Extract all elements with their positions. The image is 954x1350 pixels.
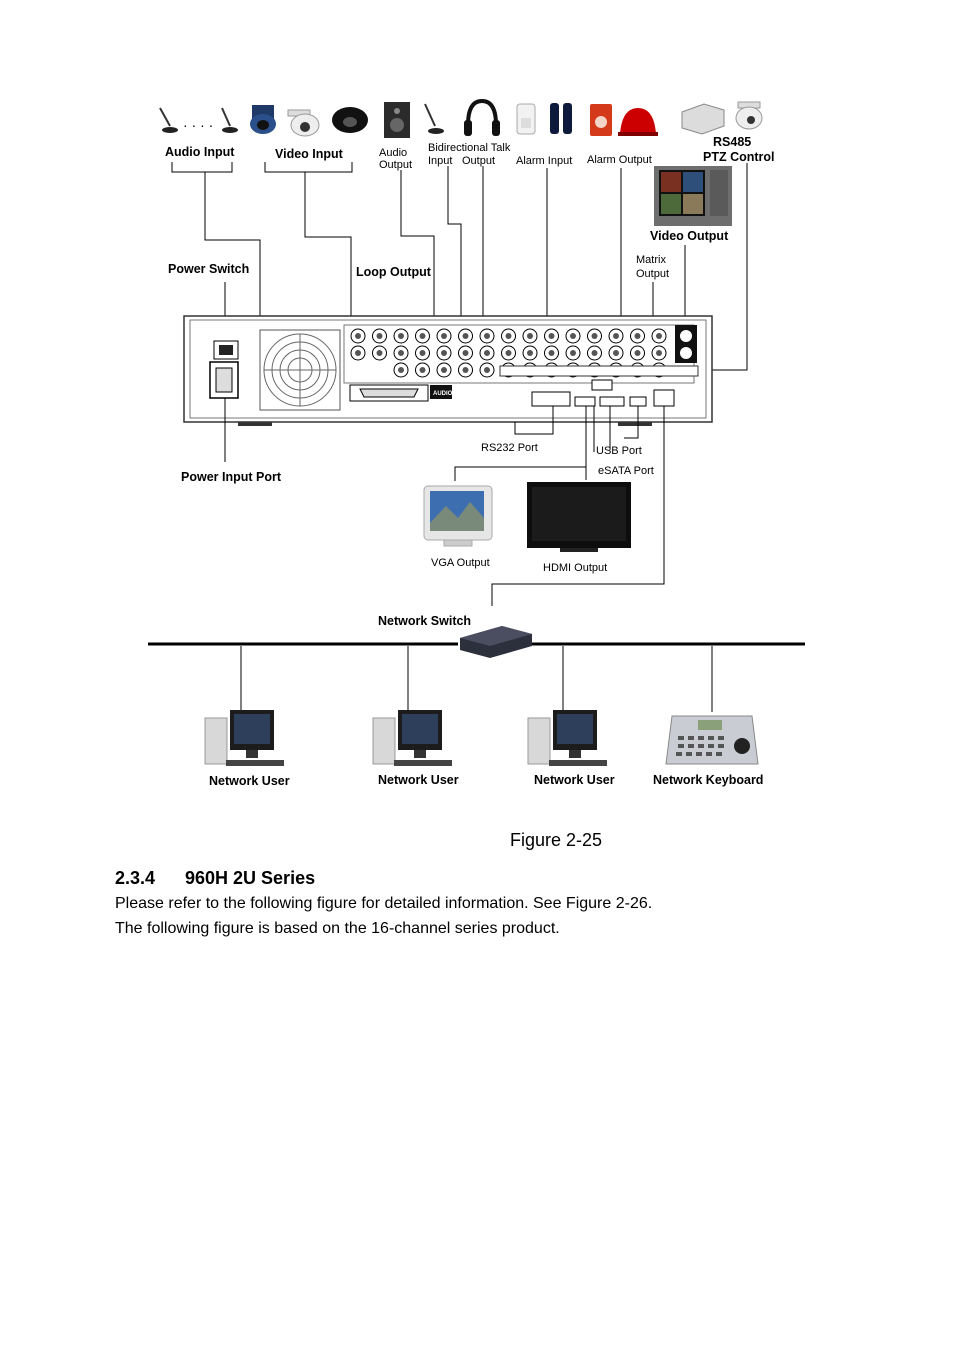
bnc-connector-pin [376, 333, 383, 339]
bnc-connector-pin [484, 350, 490, 356]
body-paragraph: The following figure is based on the 16-… [115, 920, 560, 937]
bnc-connector-pin [505, 350, 512, 356]
bnc-connector-pin [591, 333, 598, 339]
bnc-connector-pin [462, 350, 469, 356]
video-monitor-icon [654, 166, 732, 226]
bnc-connector-pin [355, 333, 361, 339]
network-user-label: Network User [209, 774, 290, 788]
rs232-port-label: RS232 Port [481, 442, 538, 454]
rs485-label: RS485 [713, 135, 751, 149]
microphone-icon [159, 107, 178, 133]
bidirectional-talk-label: Bidirectional Talk [428, 142, 511, 154]
audio-output-label: Audio [379, 147, 407, 159]
audio-input-label: Audio Input [165, 145, 235, 159]
section-number: 2.3.4 [115, 868, 156, 888]
bnc-connector-pin [613, 350, 619, 356]
network-keyboard-icon [665, 715, 759, 765]
svg-text:· · · ·: · · · · [183, 117, 213, 133]
ptz-control-label: PTZ Control [703, 150, 775, 164]
bnc-connector-pin [419, 367, 426, 373]
matrix-output-label-2: Output [636, 268, 669, 280]
bnc-connector-pin [355, 350, 361, 356]
beam-sensor-icon [550, 103, 572, 134]
figure-caption: Figure 2-25 [510, 830, 603, 850]
bnc-connector-pin [656, 333, 662, 339]
bnc-connector-pin [656, 350, 662, 356]
alarm-input-label: Alarm Input [516, 155, 572, 167]
speed-dome-camera-icon [287, 109, 320, 137]
network-user-label: Network User [378, 773, 459, 787]
headphones-icon [464, 98, 500, 136]
bnc-connector-pin [548, 350, 555, 356]
bnc-connector-pin [398, 350, 404, 356]
section-title: 960H 2U Series [185, 868, 316, 888]
audio-panel-label: AUDIO [433, 391, 453, 397]
bnc-connector-pin [613, 333, 619, 339]
bnc-connector-pin [441, 350, 447, 356]
usb-port-label: USB Port [596, 445, 642, 457]
bnc-connector-pin [398, 333, 404, 339]
dvr-rear-panel: AUDIO [183, 315, 713, 426]
bnc-connector-pin [548, 333, 555, 339]
bnc-connector-pin [634, 350, 641, 356]
matrix-output-label: Matrix [636, 254, 666, 266]
hdmi-tv-icon [527, 482, 631, 552]
bnc-connector-pin [570, 333, 576, 339]
ptz-camera-icon [735, 101, 763, 130]
network-user-computer-icon [527, 710, 607, 766]
talk-input-label: Input [428, 155, 452, 167]
siren-light-icon [618, 108, 658, 136]
power-switch-label: Power Switch [168, 262, 249, 276]
bnc-connector-pin [462, 333, 469, 339]
bnc-connector-pin [634, 333, 641, 339]
bnc-connector-pin [419, 333, 426, 339]
bnc-connector-pin [419, 350, 426, 356]
video-input-label: Video Input [275, 147, 344, 161]
motion-sensor-icon [516, 103, 536, 135]
dome-camera-icon [332, 107, 368, 133]
bnc-connector-pin [376, 350, 383, 356]
network-user-computer-icon [204, 710, 284, 766]
hdmi-output-label: HDMI Output [543, 562, 607, 574]
speaker-icon [384, 102, 410, 138]
network-keyboard-label: Network Keyboard [653, 773, 763, 787]
bnc-connector-pin [484, 333, 490, 339]
vga-monitor-icon [423, 485, 493, 547]
bnc-connector-pin [484, 367, 490, 373]
microphone-icon [221, 107, 238, 133]
bnc-connector-pin [591, 350, 598, 356]
microphone-icon [424, 103, 444, 134]
bnc-connector-pin [527, 350, 533, 356]
alarm-output-label: Alarm Output [587, 154, 652, 166]
bnc-connector-pin [441, 333, 447, 339]
network-switch-icon [460, 626, 532, 658]
video-output-label: Video Output [650, 229, 729, 243]
network-switch-label: Network Switch [378, 614, 471, 628]
network-user-label: Network User [534, 773, 615, 787]
bnc-connector-pin [527, 333, 533, 339]
bnc-connector-pin [398, 367, 404, 373]
power-input-port-label: Power Input Port [181, 470, 282, 484]
talk-output-label: Output [462, 155, 495, 167]
alarm-bell-icon [590, 104, 612, 136]
decoder-box-icon [681, 103, 725, 135]
bnc-connector-pin [570, 350, 576, 356]
esata-port-label: eSATA Port [598, 465, 654, 477]
audio-output-label-2: Output [379, 159, 412, 171]
loop-output-label: Loop Output [356, 265, 432, 279]
section-heading: 2.3.4 960H 2U Series [115, 868, 315, 889]
body-paragraph: Please refer to the following figure for… [115, 895, 653, 912]
network-user-computer-icon [372, 710, 452, 766]
connection-diagram: · · · · [148, 98, 805, 788]
vga-output-label: VGA Output [431, 557, 490, 569]
bnc-connector-pin [505, 333, 512, 339]
bnc-connector-pin [462, 367, 469, 373]
dome-camera-icon [250, 105, 276, 134]
bnc-connector-pin [441, 367, 447, 373]
